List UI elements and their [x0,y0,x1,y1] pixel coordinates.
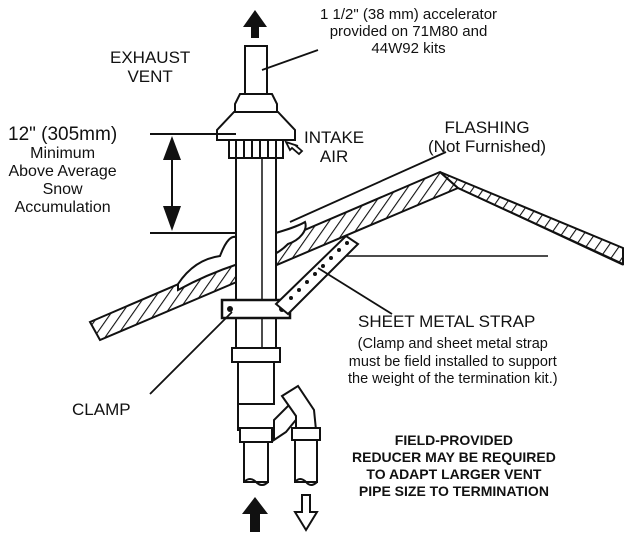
intake-air-arrow [284,140,304,156]
pipe-coupling [231,347,281,363]
exhaust-pipe-lower [243,441,269,483]
exhaust-vent-line1: EXHAUST [110,48,191,67]
accelerator-label: 1 1/2" (38 mm) accelerator provided on 7… [320,6,498,57]
reducer-note-line4: PIPE SIZE TO TERMINATION [358,483,549,500]
strap-note-line2: must be field installed to support [348,353,557,370]
leader-lines [149,49,447,395]
flashing-line2: (Not Furnished) [428,137,547,157]
main-pipe [235,157,277,349]
termination-cap [216,111,296,141]
accelerator-label-line3: 44W92 kits [371,39,446,57]
wye-fitting [237,384,321,486]
pipe-break-exhaust [243,478,269,486]
intake-coupling-lower [291,427,321,441]
clearance-label: 12" (305mm) Minimum Above Average Snow A… [8,124,117,217]
sheet-metal-strap-label: SHEET METAL STRAP [358,312,535,331]
intake-pipe-lower [294,439,318,483]
clearance-line2: Minimum [30,145,96,163]
sheet-metal-strap-text: SHEET METAL STRAP [358,312,536,331]
roof-slope-right [439,171,624,266]
sheet-metal-strap [274,234,360,316]
flashing-leader [289,151,447,223]
accelerator-label-line2: provided on 71M80 and [329,22,488,40]
intake-down-arrow [293,494,319,532]
intake-air-label: INTAKE AIR [304,128,364,166]
clearance-line4: Snow [42,181,83,199]
accelerator-leader [261,49,319,71]
strap-note: (Clamp and sheet metal strap must be fie… [348,336,558,389]
clamp-label: CLAMP [72,400,131,419]
reducer-note-line2: REDUCER MAY BE REQUIRED [352,449,556,466]
clamp-leader [149,311,233,395]
reducer-note-line1: FIELD-PROVIDED [394,432,514,448]
reducer-note: FIELD-PROVIDED REDUCER MAY BE REQUIRED T… [352,432,556,500]
exhaust-coupling-lower [239,427,273,443]
accelerator-label-line1: 1 1/2" (38 mm) accelerator [320,6,498,23]
intake-air-line2: AIR [319,147,349,167]
roof [88,170,624,342]
lower-pipe [237,361,275,405]
clearance-line5: Accumulation [14,198,111,216]
clearance-dimension [150,133,236,234]
dimension-arrow-down [163,206,181,231]
vent-pipe [216,45,296,405]
intake-air-line1: INTAKE [304,128,365,147]
strap-holes [289,241,349,300]
flashing-line1: FLASHING [444,118,530,137]
roof-ridge-back-line [457,187,624,266]
strap-note-line3: the weight of the termination kit.) [348,371,558,388]
accelerator-collar [234,93,278,113]
dimension-arrow-up [163,136,181,160]
strap-note-line1: (Clamp and sheet metal strap [357,336,548,352]
exhaust-up-arrow-bottom [242,497,268,532]
exhaust-vent-line2: VENT [127,67,173,87]
strap-body [274,234,360,316]
intake-louver-band [228,139,284,159]
flashing-label: FLASHING (Not Furnished) [428,118,546,156]
pipe-break-intake [294,478,318,486]
reducer-note-line3: TO ADAPT LARGER VENT [366,466,542,483]
exhaust-up-arrow-top [243,10,267,38]
clearance-line3: Above Average [8,163,117,181]
intake-louvers [235,141,277,157]
exhaust-vent-label: EXHAUST VENT [110,48,190,86]
clamp-text: CLAMP [72,400,131,419]
clearance-line1: 12" (305mm) [8,124,118,145]
strap-leader [317,267,393,315]
